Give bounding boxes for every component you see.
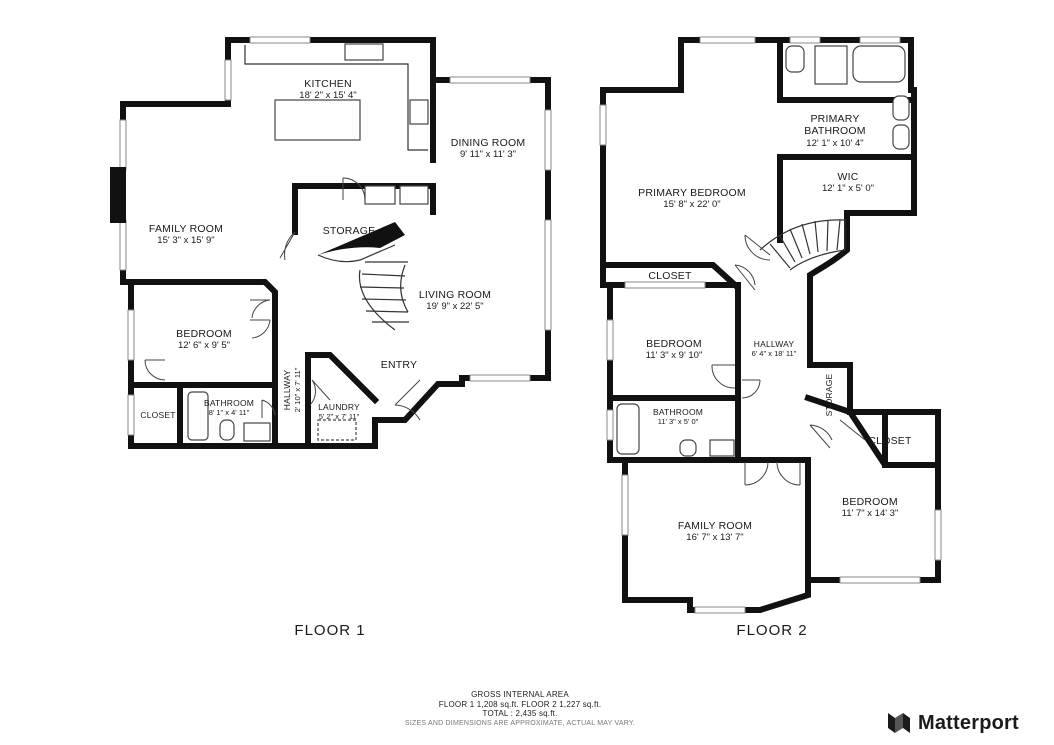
room-dims-hallway-2: 6' 4" x 18' 11" bbox=[752, 349, 797, 358]
room-name-storage-2: STORAGE bbox=[824, 373, 834, 416]
floor-2-bath-fixtures bbox=[616, 403, 735, 457]
area-title: GROSS INTERNAL AREA bbox=[471, 690, 569, 699]
room-name-closet-right: CLOSET bbox=[868, 435, 912, 447]
room-name-living-room: LIVING ROOM bbox=[419, 289, 491, 301]
room-name-bathroom-2: BATHROOM bbox=[653, 407, 703, 417]
matterport-logo-icon bbox=[888, 713, 910, 733]
fireplace bbox=[110, 167, 126, 223]
room-dims-dining-room: 9' 11" x 11' 3" bbox=[460, 149, 516, 160]
room-dims-primary-bathroom: 12' 1" x 10' 4" bbox=[806, 138, 863, 149]
floor-1-bath-fixtures bbox=[187, 391, 357, 442]
kitchen-sink bbox=[344, 43, 384, 61]
room-name-family-room: FAMILY ROOM bbox=[149, 223, 223, 235]
room-dims-kitchen: 18' 2" x 15' 4" bbox=[299, 90, 356, 101]
room-dims-bathroom-2: 11' 3" x 5' 0" bbox=[658, 417, 699, 426]
brand-name: Matterport bbox=[918, 711, 1019, 734]
kitchen-island bbox=[274, 99, 361, 141]
room-name-entry: ENTRY bbox=[381, 359, 417, 371]
room-name-bedroom: BEDROOM bbox=[176, 328, 232, 340]
floor-2-outer-wall bbox=[600, 37, 941, 613]
floor-2-label: FLOOR 2 bbox=[736, 622, 807, 639]
room-dims-primary-bedroom: 15' 8" x 22' 0" bbox=[663, 199, 720, 210]
room-dims-bedroom-left: 11' 3" x 9' 10" bbox=[646, 350, 703, 361]
room-name-primary-bathroom-2: BATHROOM bbox=[804, 125, 866, 137]
floor-2-doors bbox=[711, 234, 866, 486]
room-dims-hallway: 2' 10" x 7' 11" bbox=[293, 367, 302, 412]
room-name-family-room-2: FAMILY ROOM bbox=[678, 520, 752, 532]
floor-plan-diagram: KITCHEN 18' 2" x 15' 4" DINING ROOM 9' 1… bbox=[110, 36, 942, 639]
room-name-bedroom-left: BEDROOM bbox=[646, 338, 702, 350]
brand-logo: Matterport bbox=[886, 708, 1019, 738]
area-summary: GROSS INTERNAL AREA FLOOR 1 1,208 sq.ft.… bbox=[300, 690, 740, 728]
room-name-primary-bathroom-1: PRIMARY bbox=[810, 113, 859, 125]
room-name-laundry: LAUNDRY bbox=[318, 402, 360, 412]
room-name-hallway-2: HALLWAY bbox=[754, 339, 795, 349]
kitchen-fixtures bbox=[244, 43, 429, 205]
floor-2-windows bbox=[599, 36, 942, 614]
floor-areas: FLOOR 1 1,208 sq.ft. FLOOR 2 1,227 sq.ft… bbox=[438, 699, 602, 709]
floor-2-labels: PRIMARY BEDROOM 15' 8" x 22' 0" PRIMARY … bbox=[638, 113, 912, 639]
room-name-wic: WIC bbox=[837, 171, 858, 183]
room-name-storage: STORAGE bbox=[323, 225, 376, 237]
floor-1-labels: KITCHEN 18' 2" x 15' 4" DINING ROOM 9' 1… bbox=[140, 78, 525, 639]
room-dims-laundry: 5' 2" x 7' 11" bbox=[319, 412, 360, 421]
floor-1-doors bbox=[144, 231, 421, 421]
room-name-kitchen: KITCHEN bbox=[304, 78, 352, 90]
floor-1-outer-wall bbox=[120, 37, 551, 449]
total-area: TOTAL : 2,435 sq.ft. bbox=[482, 709, 558, 718]
staircase-floor-2 bbox=[759, 219, 846, 271]
primary-bath-fixtures bbox=[785, 45, 910, 150]
disclaimer-note: SIZES AND DIMENSIONS ARE APPROXIMATE, AC… bbox=[405, 719, 635, 727]
room-dims-family-room: 15' 3" x 15' 9" bbox=[157, 235, 214, 246]
room-dims-family-room-2: 16' 7" x 13' 7" bbox=[686, 532, 743, 543]
room-dims-living-room: 19' 9" x 22' 5" bbox=[426, 301, 483, 312]
room-dims-bedroom-right: 11' 7" x 14' 3" bbox=[842, 508, 899, 519]
floor-2-plan bbox=[599, 36, 942, 614]
room-name-primary-bedroom: PRIMARY BEDROOM bbox=[638, 187, 746, 199]
room-dims-wic: 12' 1" x 5' 0" bbox=[822, 183, 874, 194]
stove bbox=[409, 99, 429, 125]
room-name-closet-upper: CLOSET bbox=[648, 270, 692, 282]
floor-1-plan bbox=[110, 36, 552, 449]
floor-1-label: FLOOR 1 bbox=[294, 622, 365, 639]
room-name-bedroom-right: BEDROOM bbox=[842, 496, 898, 508]
room-dims-bedroom: 12' 6" x 9' 5" bbox=[178, 340, 230, 351]
staircase-floor-1 bbox=[317, 222, 409, 331]
room-name-closet: CLOSET bbox=[140, 410, 175, 420]
floor-1-interior-walls bbox=[128, 77, 436, 449]
room-name-hallway: HALLWAY bbox=[282, 370, 292, 411]
room-dims-bathroom: 8' 1" x 4' 11" bbox=[209, 408, 250, 417]
room-name-bathroom: BATHROOM bbox=[204, 398, 254, 408]
room-name-dining-room: DINING ROOM bbox=[451, 137, 526, 149]
